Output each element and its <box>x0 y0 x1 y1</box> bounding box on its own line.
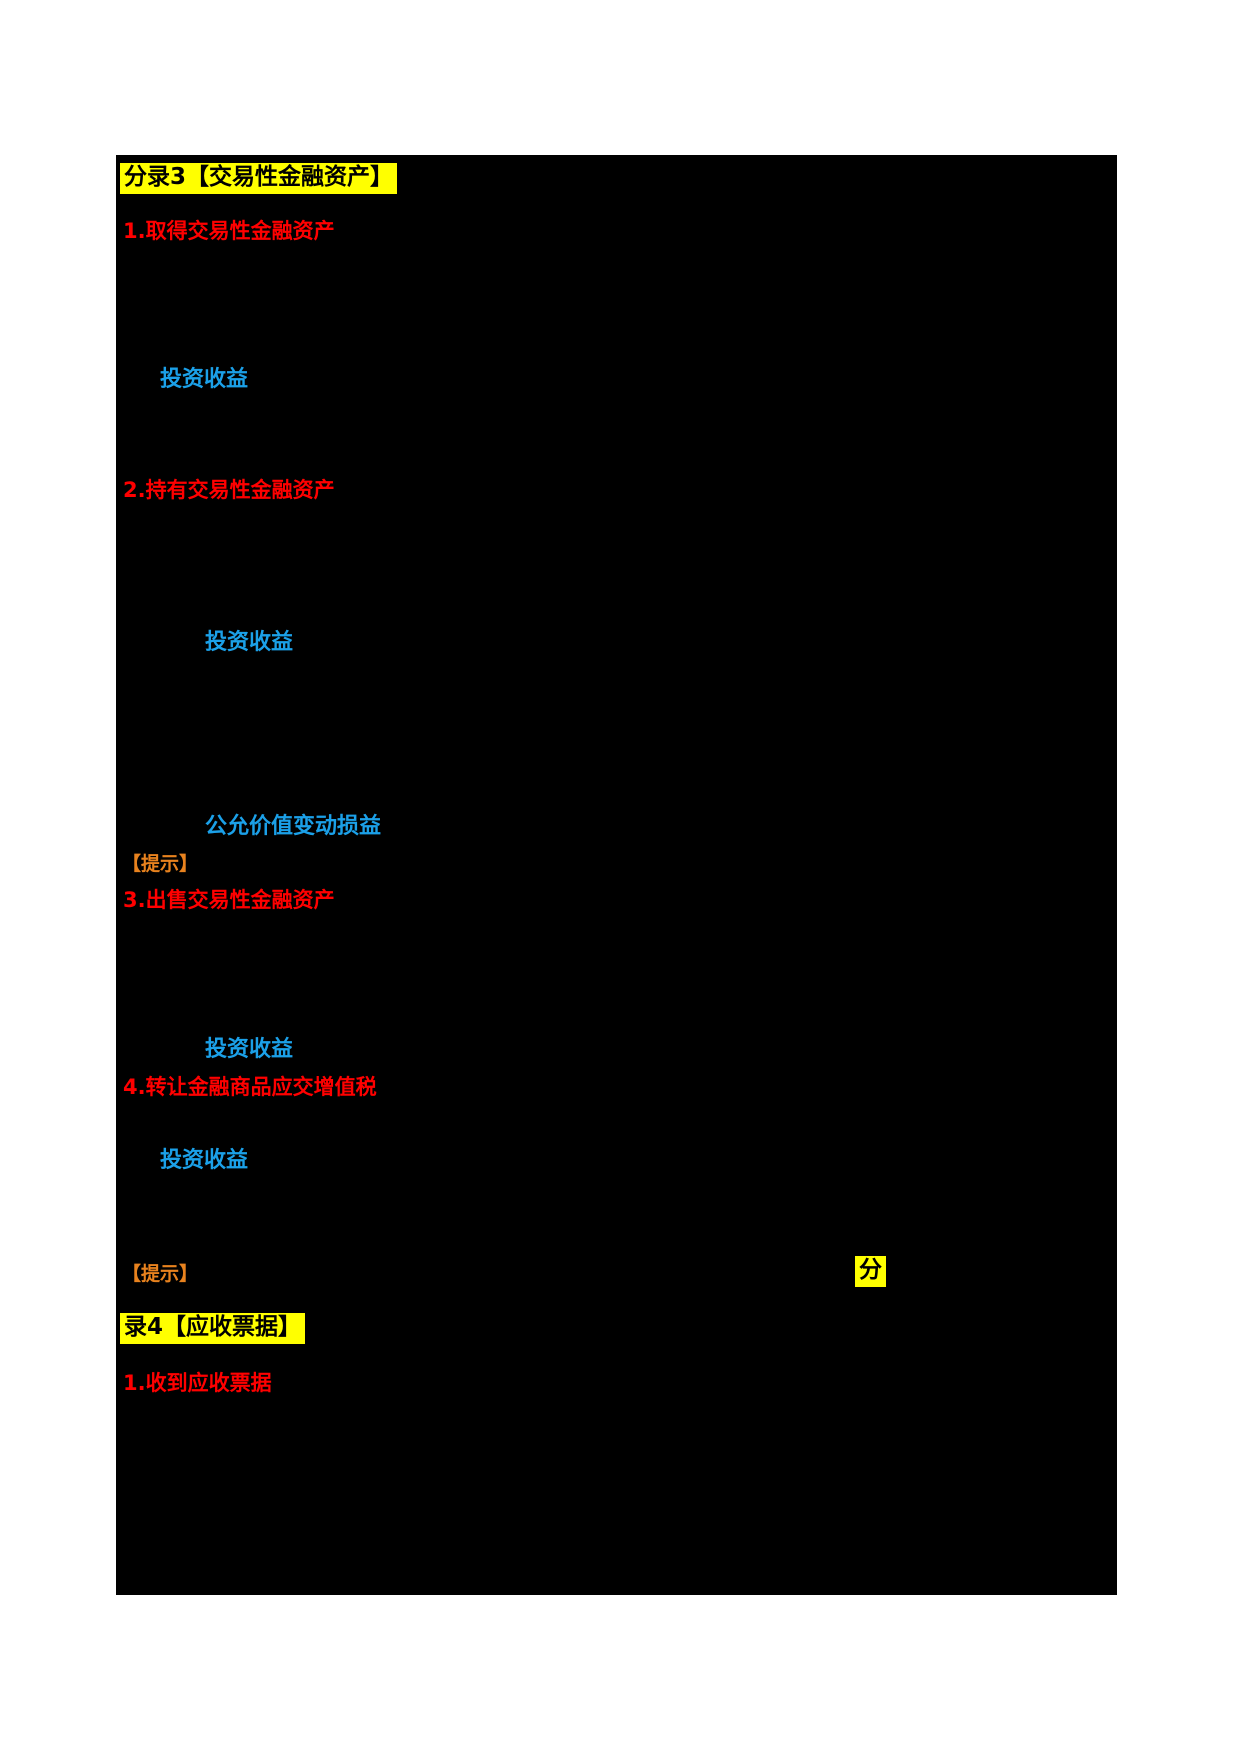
account-investment-income-2: 投资收益 <box>205 629 294 655</box>
account-investment-income-4: 投资收益 <box>160 1147 249 1173</box>
section-heading-sell-trading-financial-asset: 3.出售交易性金融资产 <box>123 888 335 912</box>
account-investment-income-3: 投资收益 <box>205 1036 294 1062</box>
tip-marker-2: 【提示】 <box>122 1263 199 1285</box>
entry-4-title-fragment-2: 录4【应收票据】 <box>120 1313 306 1344</box>
section-heading-hold-trading-financial-asset: 2.持有交易性金融资产 <box>123 478 335 502</box>
entry-3-title: 分录3【交易性金融资产】 <box>120 163 398 194</box>
account-fair-value-change-gain-loss: 公允价值变动损益 <box>205 813 382 839</box>
section-heading-acquire-trading-financial-asset: 1.取得交易性金融资产 <box>123 219 335 243</box>
section-heading-transfer-financial-product-vat: 4.转让金融商品应交增值税 <box>123 1075 377 1099</box>
document-content-block: 分录3【交易性金融资产】 1.取得交易性金融资产 投资收益 2.持有交易性金融资… <box>116 155 1117 1595</box>
account-investment-income-1: 投资收益 <box>160 366 249 392</box>
section-heading-receive-notes-receivable: 1.收到应收票据 <box>123 1371 272 1395</box>
entry-4-title-fragment-1: 分 <box>855 1256 886 1287</box>
tip-marker-1: 【提示】 <box>122 853 199 875</box>
